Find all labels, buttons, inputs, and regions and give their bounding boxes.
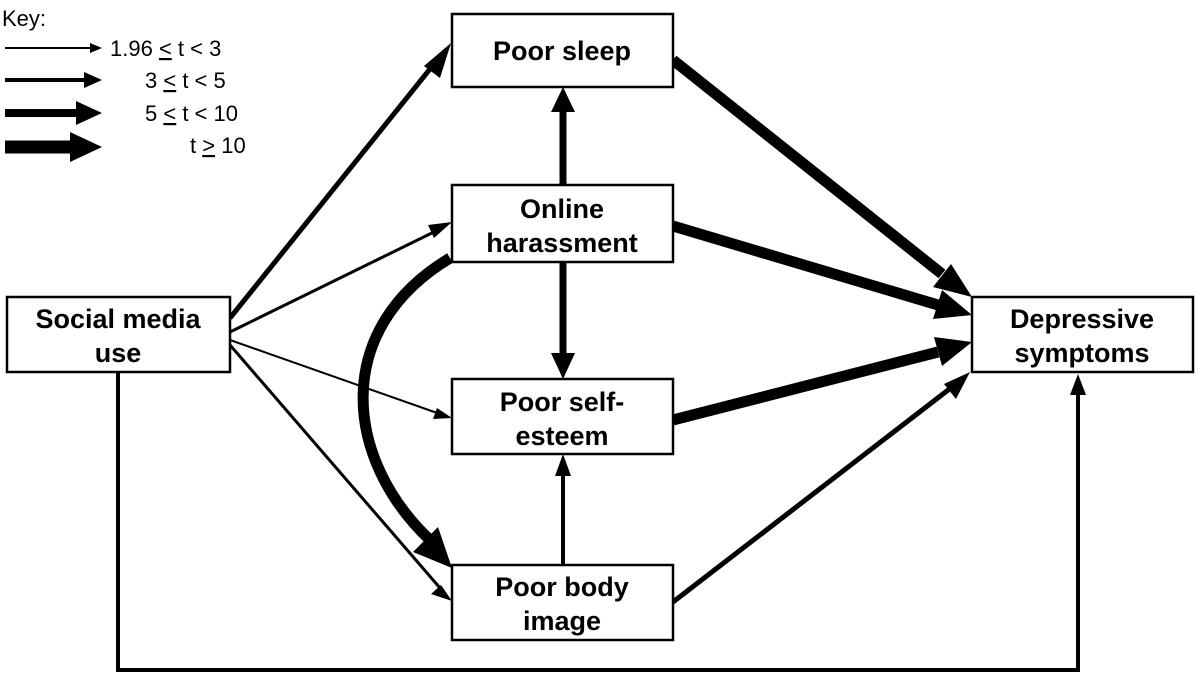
- legend-arrowhead-thickest: [70, 132, 102, 162]
- node-online-harassment-line1: Online: [520, 194, 604, 224]
- edges: [116, 43, 1086, 672]
- edge-sleep-to-depressive: [669, 55, 972, 297]
- edge-body-image-to-self-esteem: [555, 454, 571, 565]
- edge-social-to-self-esteem: [229, 339, 452, 419]
- node-depressive-line1: Depressive: [1010, 304, 1154, 334]
- node-online-harassment: Online harassment: [450, 183, 675, 264]
- edge-harassment-to-body-image: [357, 253, 453, 568]
- edge-harassment-to-self-esteem: [551, 262, 575, 379]
- node-social-media-line2: use: [95, 338, 142, 368]
- node-poor-body-image-line2: image: [523, 606, 601, 636]
- edge-social-to-body-image: [228, 344, 452, 601]
- legend-arrowhead-thin: [90, 43, 102, 53]
- svg-text:t > 10: t > 10: [190, 133, 246, 158]
- node-online-harassment-line2: harassment: [486, 228, 638, 258]
- edge-self-esteem-to-depressive: [671, 337, 972, 426]
- node-poor-sleep-line1: Poor sleep: [493, 36, 631, 66]
- node-social-media-line1: Social media: [35, 304, 201, 334]
- legend-item-2: 3 < t < 5: [5, 68, 226, 93]
- svg-text:5 < t < 10: 5 < t < 10: [145, 101, 238, 126]
- edge-social-to-harassment: [229, 222, 452, 334]
- edge-social-to-sleep: [228, 43, 451, 320]
- node-poor-body-image-line1: Poor body: [495, 572, 629, 602]
- svg-text:3 < t < 5: 3 < t < 5: [145, 68, 226, 93]
- node-social-media-use: Social media use: [5, 295, 232, 374]
- node-poor-self-esteem-line2: esteem: [515, 421, 608, 451]
- legend-arrowhead-medium: [84, 72, 102, 88]
- edge-social-to-depressive: [116, 372, 1086, 672]
- node-poor-self-esteem: Poor self- esteem: [450, 377, 675, 456]
- svg-text:1.96 < t < 3: 1.96 < t < 3: [110, 36, 221, 61]
- edge-body-image-to-depressive: [671, 372, 970, 604]
- edge-harassment-to-sleep: [551, 87, 575, 185]
- legend-title: Key:: [2, 6, 46, 31]
- node-poor-body-image: Poor body image: [450, 563, 675, 642]
- node-depressive-symptoms: Depressive symptoms: [970, 295, 1195, 374]
- legend-item-1: 1.96 < t < 3: [5, 36, 221, 61]
- node-depressive-line2: symptoms: [1014, 338, 1149, 368]
- node-poor-sleep: Poor sleep: [450, 12, 675, 89]
- legend-item-4: t > 10: [5, 132, 246, 162]
- legend-item-3: 5 < t < 10: [5, 101, 238, 126]
- legend-arrowhead-thick: [76, 101, 102, 125]
- node-poor-self-esteem-line1: Poor self-: [500, 387, 625, 417]
- edge-harassment-to-depressive: [671, 220, 972, 319]
- legend: Key: 1.96 < t < 3 3 < t < 5 5 < t < 10: [2, 6, 246, 162]
